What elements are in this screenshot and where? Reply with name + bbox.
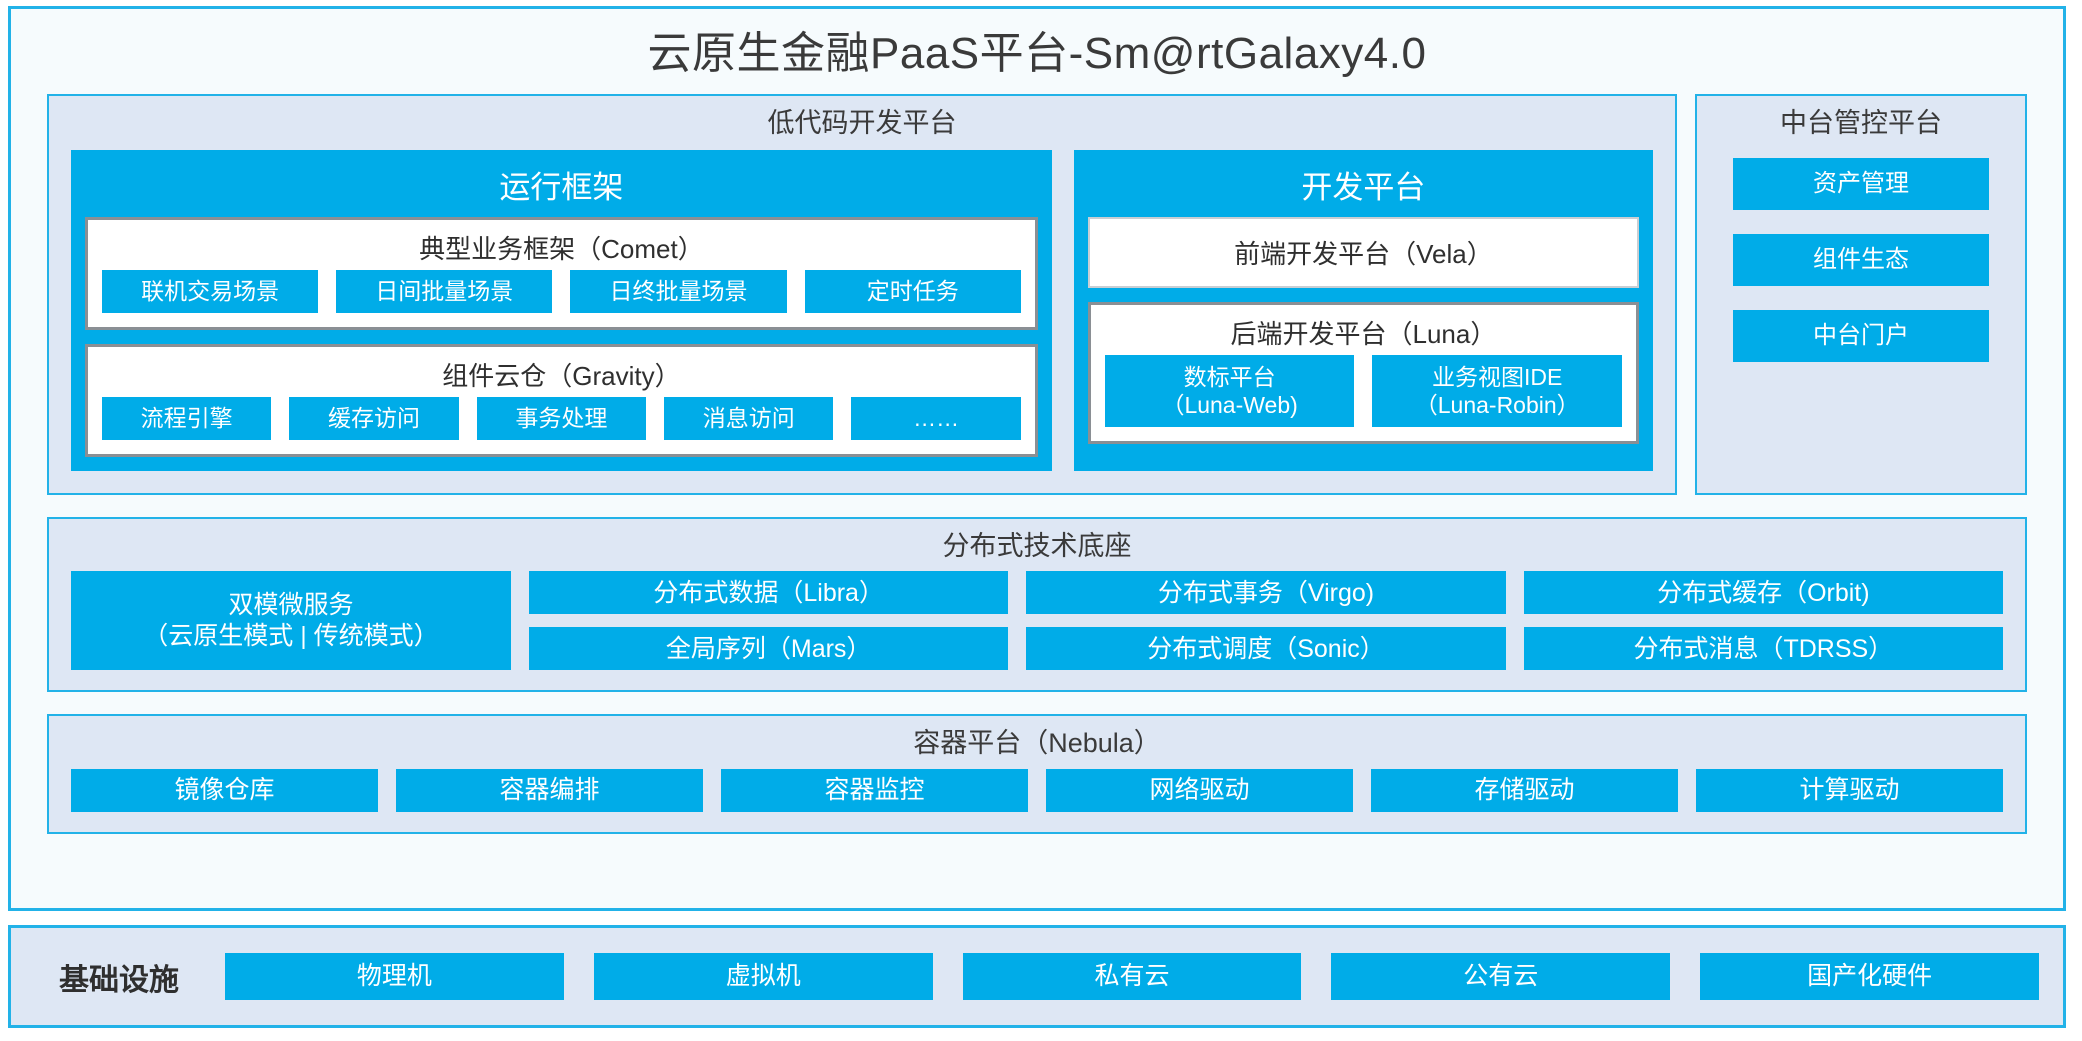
distributed-base-tile[interactable]: 分布式缓存（Orbit) <box>1523 571 2003 615</box>
diagram-frame: 云原生金融PaaS平台-Sm@rtGalaxy4.0 低代码开发平台 运行框架 … <box>8 6 2066 911</box>
runtime-framework-block: 运行框架 典型业务框架（Comet） 联机交易场景 日间批量场景 日终批量场景 … <box>71 149 1052 471</box>
lowcode-platform-title: 低代码开发平台 <box>767 107 957 138</box>
dev-platform-body: 前端开发平台（Vela） 后端开发平台（Luna） 数标平台 （Luna-Web… <box>1074 216 1653 471</box>
gravity-tile[interactable]: 缓存访问 <box>289 396 459 440</box>
comet-title: 典型业务框架（Comet） <box>419 233 704 264</box>
gravity-tile[interactable]: 消息访问 <box>664 396 834 440</box>
lowcode-platform-panel: 低代码开发平台 运行框架 典型业务框架（Comet） 联机交易场景 日间批量场景… <box>47 93 1677 495</box>
distributed-base-panel: 分布式技术底座 双模微服务 （云原生模式 | 传统模式） 分布式数据（Libra… <box>47 516 2027 693</box>
infrastructure-tile[interactable]: 私有云 <box>962 953 1302 1000</box>
gravity-card: 组件云仓（Gravity） 流程引擎 缓存访问 事务处理 消息访问 …… <box>85 343 1038 457</box>
control-platform-item[interactable]: 组件生态 <box>1733 233 1989 286</box>
dual-mode-microservice-tile[interactable]: 双模微服务 （云原生模式 | 传统模式） <box>71 571 511 671</box>
infrastructure-tile-list: 物理机 虚拟机 私有云 公有云 国产化硬件 <box>225 953 2039 1000</box>
distributed-base-title: 分布式技术底座 <box>942 530 1132 561</box>
top-row: 低代码开发平台 运行框架 典型业务框架（Comet） 联机交易场景 日间批量场景… <box>11 93 2063 495</box>
comet-tile[interactable]: 日间批量场景 <box>336 269 553 313</box>
page-title: 云原生金融PaaS平台-Sm@rtGalaxy4.0 <box>647 29 1427 78</box>
distributed-base-column: 分布式缓存（Orbit) 分布式消息（TDRSS） <box>1523 571 2003 671</box>
container-platform-panel: 容器平台（Nebula） 镜像仓库 容器编排 容器监控 网络驱动 存储驱动 计算… <box>47 714 2027 834</box>
container-platform-tile[interactable]: 容器编排 <box>396 768 703 812</box>
comet-tile[interactable]: 日终批量场景 <box>570 269 787 313</box>
luna-robin-tile[interactable]: 业务视图IDE （Luna-Robin） <box>1372 354 1623 427</box>
infrastructure-tile[interactable]: 国产化硬件 <box>1700 953 2039 1000</box>
gravity-tile[interactable]: 事务处理 <box>476 396 647 440</box>
distributed-base-tile[interactable]: 分布式数据（Libra） <box>529 571 1009 615</box>
luna-web-tile[interactable]: 数标平台 （Luna-Web) <box>1104 354 1355 427</box>
distributed-base-tile[interactable]: 全局序列（Mars） <box>529 627 1009 671</box>
control-platform-title: 中台管控平台 <box>1780 107 1942 138</box>
gravity-tile[interactable]: 流程引擎 <box>102 396 272 440</box>
dev-platform-block: 开发平台 前端开发平台（Vela） 后端开发平台（Luna） 数标平台 （Lun… <box>1073 149 1653 471</box>
infrastructure-tile[interactable]: 虚拟机 <box>593 953 933 1000</box>
comet-tile[interactable]: 联机交易场景 <box>102 269 319 313</box>
container-platform-tile[interactable]: 容器监控 <box>721 768 1028 812</box>
luna-tile-list: 数标平台 （Luna-Web) 业务视图IDE （Luna-Robin） <box>1091 354 1636 441</box>
control-platform-item-list: 资产管理 组件生态 中台门户 <box>1697 148 2025 493</box>
lowcode-platform-body: 运行框架 典型业务框架（Comet） 联机交易场景 日间批量场景 日终批量场景 … <box>49 148 1675 493</box>
luna-title: 后端开发平台（Luna） <box>1230 318 1497 349</box>
control-platform-panel: 中台管控平台 资产管理 组件生态 中台门户 <box>1695 93 2027 495</box>
runtime-framework-body: 典型业务框架（Comet） 联机交易场景 日间批量场景 日终批量场景 定时任务 … <box>71 216 1052 471</box>
gravity-title: 组件云仓（Gravity） <box>442 360 681 391</box>
distributed-base-body: 双模微服务 （云原生模式 | 传统模式） 分布式数据（Libra） 全局序列（M… <box>49 571 2025 690</box>
dual-mode-microservice-column: 双模微服务 （云原生模式 | 传统模式） <box>71 571 511 671</box>
container-platform-tile[interactable]: 存储驱动 <box>1371 768 1678 812</box>
distributed-base-tile[interactable]: 分布式消息（TDRSS） <box>1523 627 2003 671</box>
container-platform-title: 容器平台（Nebula） <box>913 728 1161 759</box>
comet-tile-list: 联机交易场景 日间批量场景 日终批量场景 定时任务 <box>88 269 1035 327</box>
dev-platform-title: 开发平台 <box>1301 169 1426 205</box>
container-platform-tile[interactable]: 镜像仓库 <box>71 768 378 812</box>
infrastructure-label: 基础设施 <box>59 963 179 997</box>
control-platform-item[interactable]: 资产管理 <box>1733 157 1989 210</box>
comet-card: 典型业务框架（Comet） 联机交易场景 日间批量场景 日终批量场景 定时任务 <box>85 216 1038 330</box>
infrastructure-tile[interactable]: 物理机 <box>225 953 564 1000</box>
container-platform-tile[interactable]: 网络驱动 <box>1046 768 1353 812</box>
distributed-base-tile[interactable]: 分布式事务（Virgo) <box>1026 571 1506 615</box>
container-platform-tile-list: 镜像仓库 容器编排 容器监控 网络驱动 存储驱动 计算驱动 <box>49 768 2025 832</box>
gravity-tile-list: 流程引擎 缓存访问 事务处理 消息访问 …… <box>88 396 1035 454</box>
distributed-base-column: 分布式事务（Virgo) 分布式调度（Sonic） <box>1026 571 1506 671</box>
infrastructure-tile[interactable]: 公有云 <box>1331 953 1671 1000</box>
comet-tile[interactable]: 定时任务 <box>804 269 1021 313</box>
distributed-base-tile[interactable]: 分布式调度（Sonic） <box>1026 627 1506 671</box>
control-platform-item[interactable]: 中台门户 <box>1733 309 1989 362</box>
infrastructure-bar: 基础设施 物理机 虚拟机 私有云 公有云 国产化硬件 <box>8 925 2066 1028</box>
runtime-framework-title: 运行框架 <box>499 169 624 205</box>
distributed-base-column: 分布式数据（Libra） 全局序列（Mars） <box>529 571 1009 671</box>
luna-card: 后端开发平台（Luna） 数标平台 （Luna-Web) 业务视图IDE （Lu… <box>1087 301 1639 444</box>
gravity-tile-more[interactable]: …… <box>851 396 1021 440</box>
container-platform-tile[interactable]: 计算驱动 <box>1696 768 2003 812</box>
vela-card[interactable]: 前端开发平台（Vela） <box>1087 216 1639 288</box>
